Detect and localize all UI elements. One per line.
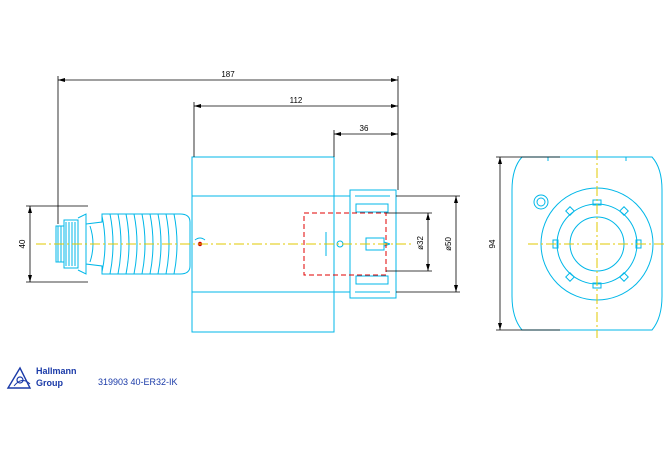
- dim-flange-height: 94: [488, 239, 497, 248]
- dim-arrow-icon: [426, 213, 430, 271]
- collet-slot: [355, 203, 389, 213]
- dim-shank-diameter: 40: [18, 239, 27, 248]
- dimensions-side: 187 112 36 40 ø32 ø50: [18, 70, 460, 293]
- dim-collet-inner-diameter: ø32: [416, 236, 425, 250]
- port-arc: [194, 237, 206, 241]
- collet-slot: [355, 275, 389, 285]
- collet-slot: [565, 272, 575, 282]
- collet-slot: [565, 206, 575, 216]
- brand-line2: Group: [36, 378, 63, 388]
- dim-body-length: 112: [290, 96, 303, 105]
- dim-collet-length: 36: [360, 124, 369, 133]
- dim-overall-length: 187: [221, 70, 235, 79]
- logo-icon: [6, 366, 32, 389]
- dim-arrow-icon: [334, 132, 398, 136]
- dim-collet-outer-diameter: ø50: [444, 237, 453, 251]
- brand-line1: Hallmann: [36, 366, 77, 376]
- part-number: 319903 40-ER32-IK: [98, 377, 178, 387]
- end-view: [511, 150, 666, 338]
- dimensions-end: 94: [488, 156, 560, 331]
- coolant-hole-outer: [533, 194, 549, 210]
- collet-tip: [383, 241, 391, 245]
- collet-tip: [383, 243, 391, 247]
- coolant-hole-icon: [536, 197, 546, 207]
- collet-slot: [619, 272, 629, 282]
- bellows: [85, 213, 191, 275]
- side-view: [36, 156, 412, 333]
- flange-outline: [511, 156, 663, 331]
- bellows-outline: [85, 213, 191, 275]
- brand-block: Hallmann Group 319903 40-ER32-IK: [6, 366, 178, 389]
- collet-slot: [619, 206, 629, 216]
